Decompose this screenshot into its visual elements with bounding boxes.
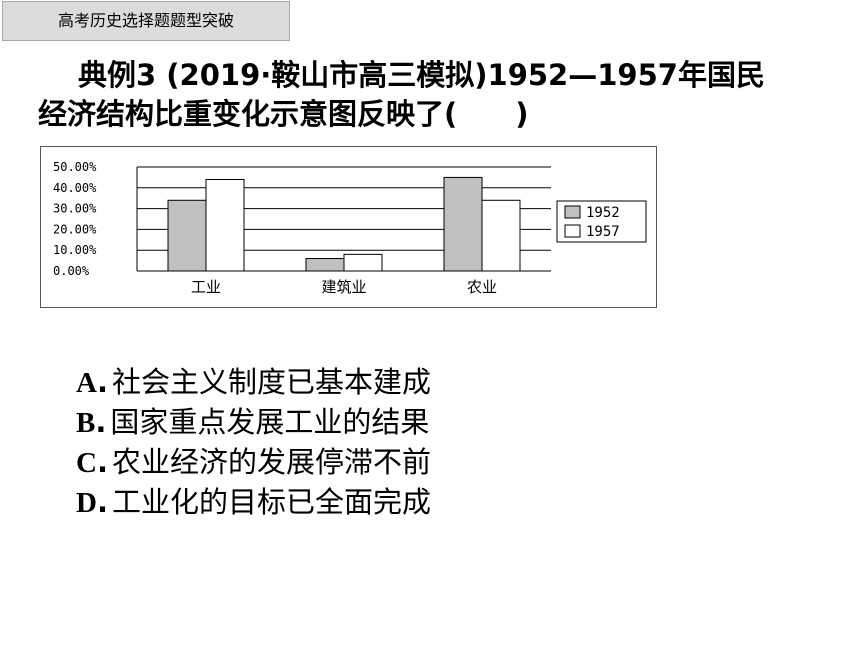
bar-chart: 0.00% 10.00% 20.00% 30.00% 40.00% 50.00% 工业 建筑… <box>40 146 657 308</box>
bar-1957 <box>205 178 245 272</box>
option-letter: D <box>76 487 97 519</box>
answer-options: A.社会主义制度已基本建成 B.国家重点发展工业的结果 C.农业经济的发展停滞不… <box>76 362 431 522</box>
legend-swatch <box>564 224 581 238</box>
chart-canvas: 0.00% 10.00% 20.00% 30.00% 40.00% 50.00% 工业 建筑… <box>53 160 647 296</box>
option-separator: . <box>96 365 108 399</box>
bar-1952 <box>443 176 483 272</box>
option-letter: A <box>76 367 97 399</box>
y-tick-label: 10.00% <box>53 243 97 257</box>
x-tick-label: 建筑业 <box>321 278 366 296</box>
question-text: 典例3 (2019·鞍山市高三模拟)1952—1957年国民 经济结构比重变化示… <box>38 56 838 134</box>
option-text: 国家重点发展工业的结果 <box>110 405 430 439</box>
option-text: 社会主义制度已基本建成 <box>111 365 431 399</box>
option-separator: . <box>96 485 108 519</box>
y-tick-label: 50.00% <box>53 160 97 174</box>
option-a[interactable]: A.社会主义制度已基本建成 <box>76 362 431 402</box>
legend-label: 1957 <box>586 224 620 240</box>
legend-swatch <box>564 205 581 219</box>
y-tick-label: 0.00% <box>53 264 90 278</box>
y-tick-label: 30.00% <box>53 202 97 216</box>
bar-1957 <box>481 199 521 272</box>
bar-1957 <box>343 253 383 272</box>
topic-tag: 高考历史选择题题型突破 <box>2 1 290 41</box>
option-letter: C <box>76 447 97 479</box>
option-letter: B <box>76 407 96 439</box>
option-text: 工业化的目标已全面完成 <box>111 485 431 519</box>
option-c[interactable]: C.农业经济的发展停滞不前 <box>76 442 431 482</box>
option-separator: . <box>95 405 107 439</box>
question-line-1: 典例3 (2019·鞍山市高三模拟)1952—1957年国民 <box>78 58 765 92</box>
bar-1952 <box>305 258 345 272</box>
option-text: 农业经济的发展停滞不前 <box>111 445 431 479</box>
y-tick-label: 40.00% <box>53 181 97 195</box>
bar-1952 <box>167 199 207 272</box>
question-line-2: 经济结构比重变化示意图反映了( ) <box>38 97 529 131</box>
x-tick-label: 工业 <box>191 278 221 296</box>
y-tick-label: 20.00% <box>53 222 97 236</box>
option-separator: . <box>96 445 108 479</box>
option-b[interactable]: B.国家重点发展工业的结果 <box>76 402 431 442</box>
option-d[interactable]: D.工业化的目标已全面完成 <box>76 482 431 522</box>
legend-label: 1952 <box>586 205 620 221</box>
x-tick-label: 农业 <box>467 278 497 296</box>
